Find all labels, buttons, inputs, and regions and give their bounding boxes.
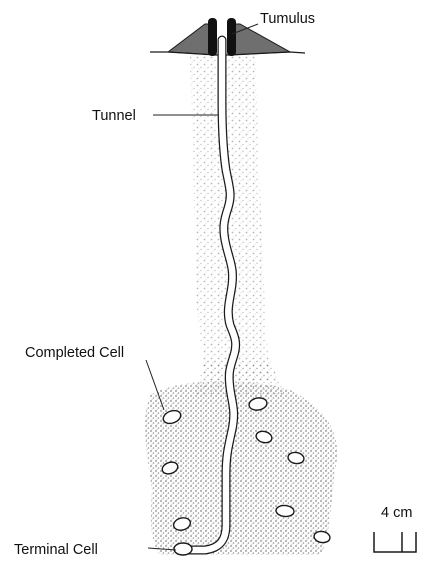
tumulus-label: Tumulus: [260, 11, 315, 27]
terminal-cell: [174, 543, 192, 555]
tunnel-label: Tunnel: [92, 108, 136, 124]
completed-cell-label: Completed Cell: [25, 345, 124, 361]
scale-bar: 4 cm: [374, 505, 416, 552]
terminal-cell-label: Terminal Cell: [14, 542, 98, 558]
scale-label: 4 cm: [381, 505, 412, 521]
soil-stipple: [145, 55, 337, 555]
